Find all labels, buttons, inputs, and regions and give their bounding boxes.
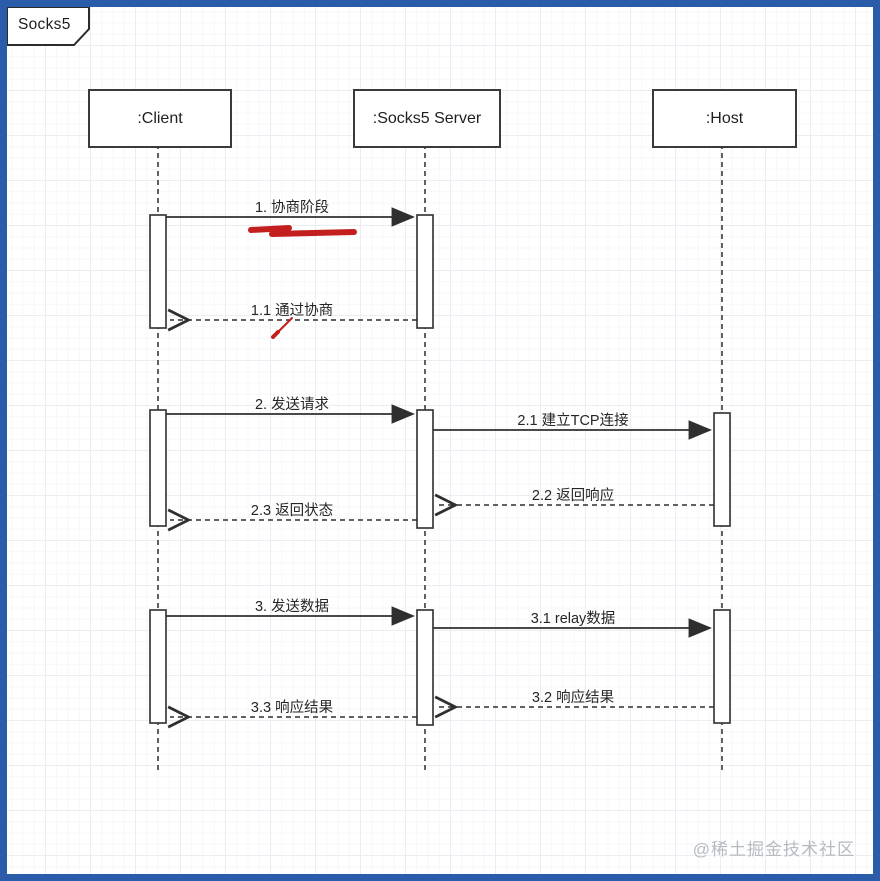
actor-name-server: :Socks5 Server <box>372 109 482 127</box>
frame-title-tab <box>6 6 90 46</box>
actor-name-client: :Client <box>137 109 183 127</box>
msg-label-3: 3. 发送数据 <box>254 599 330 615</box>
activation-client-3 <box>149 609 167 724</box>
activation-server-3 <box>416 609 434 726</box>
msg-label-3-2: 3.2 响应结果 <box>531 690 615 706</box>
activation-server-2 <box>416 409 434 529</box>
watermark: @稀土掘金技术社区 <box>692 840 855 859</box>
red-underline-annotation-2 <box>269 229 357 237</box>
msg-label-2-2: 2.2 返回响应 <box>531 488 615 504</box>
activation-host-1 <box>713 412 731 527</box>
actor-box-client: :Client <box>88 89 232 148</box>
msg-label-1: 1. 协商阶段 <box>254 200 330 216</box>
activation-client-1 <box>149 214 167 329</box>
msg-label-2-1: 2.1 建立TCP连接 <box>517 413 629 429</box>
actor-box-server: :Socks5 Server <box>353 89 501 148</box>
activation-server-1 <box>416 214 434 329</box>
msg-label-2: 2. 发送请求 <box>254 397 330 413</box>
msg-label-3-3: 3.3 响应结果 <box>250 700 334 716</box>
actor-name-host: :Host <box>705 109 744 127</box>
red-underline-annotation <box>248 225 292 233</box>
red-pencil-mark <box>277 317 293 333</box>
actor-box-host: :Host <box>652 89 797 148</box>
activation-host-2 <box>713 609 731 724</box>
msg-label-2-3: 2.3 返回状态 <box>250 503 334 519</box>
activation-client-2 <box>149 409 167 527</box>
red-pencil-tip <box>271 330 280 339</box>
frame-title: Socks5 <box>18 16 71 33</box>
msg-label-3-1: 3.1 relay数据 <box>530 611 616 627</box>
msg-label-1-1: 1.1 通过协商 <box>250 303 334 319</box>
